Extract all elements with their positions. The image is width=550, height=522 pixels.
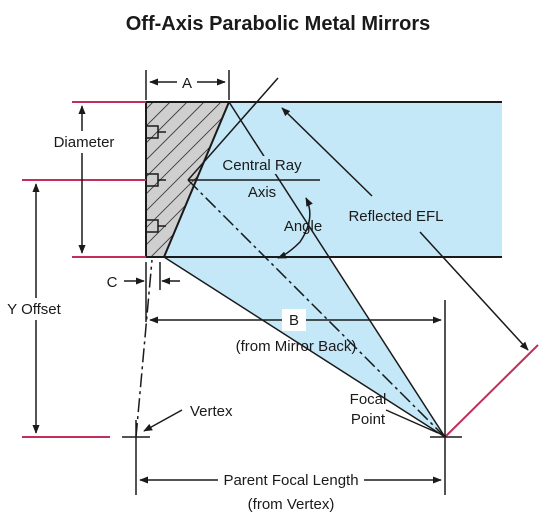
focal-point-label-2: Point — [351, 411, 386, 428]
angle-arc — [277, 197, 313, 259]
dim-diameter-label-bg — [48, 131, 120, 153]
reflected-efl-arrow-up — [281, 107, 373, 197]
central-ray-label-1: Central Ray — [222, 157, 302, 174]
central-ray-label-bg — [222, 156, 302, 174]
reflected-efl-arrow-down — [419, 231, 529, 351]
focal-point-label-1: Focal — [350, 391, 387, 408]
cone-edge-bottom — [163, 256, 446, 438]
central-ray-label-2: Axis — [248, 184, 276, 201]
dim-y-offset-label: Y Offset — [7, 301, 61, 318]
dim-pfl-sublabel: (from Vertex) — [248, 496, 335, 513]
vertex-leader — [143, 409, 183, 432]
angle-label: Angle — [284, 218, 322, 235]
dim-pfl-label-bg — [218, 469, 364, 491]
dim-b-label-bg — [282, 309, 306, 331]
parent-axis-line — [135, 259, 153, 438]
reflected-ray-line — [187, 77, 279, 181]
reflected-efl-label: Reflected EFL — [348, 208, 443, 225]
dim-b-label: B — [289, 312, 299, 329]
dim-a-label: A — [182, 75, 192, 92]
mounting-holes — [146, 125, 166, 233]
dim-b-sublabel: (from Mirror Back) — [236, 338, 357, 355]
dim-c-label: C — [107, 274, 118, 291]
diagram-title: Off-Axis Parabolic Metal Mirrors — [126, 13, 431, 35]
focal-point-leader — [385, 409, 439, 434]
central-ray-to-focus — [187, 179, 446, 438]
dim-pfl-label: Parent Focal Length — [223, 472, 358, 489]
vertex-label: Vertex — [190, 403, 233, 420]
dim-y-offset-label-bg — [2, 298, 68, 320]
focused-beam-cone — [164, 102, 445, 437]
dim-diameter-label: Diameter — [54, 134, 115, 151]
dim-a-label-bg — [177, 72, 197, 92]
